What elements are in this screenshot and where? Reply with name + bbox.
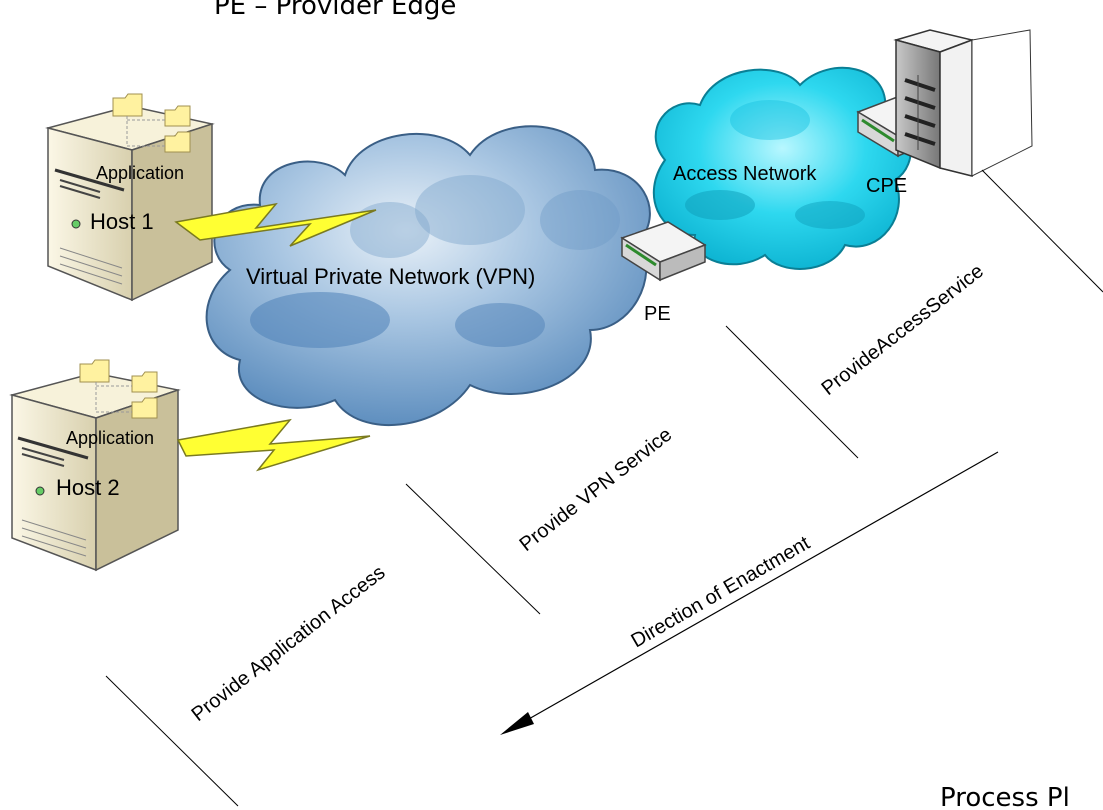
boundary-line-1 (105, 675, 239, 807)
pe-label: PE (644, 303, 671, 325)
boundary-line-4 (981, 169, 1103, 293)
host-1-label: Host 1 (90, 209, 154, 234)
legend-text: PE – Provider Edge (214, 0, 456, 21)
cpe-label: CPE (866, 175, 907, 197)
host-1-application-label: Application (96, 163, 184, 183)
enactment-arrow-line (519, 451, 999, 725)
boundary-line-3 (725, 325, 859, 459)
access-network-label: Access Network (673, 163, 817, 185)
host-2-label: Host 2 (56, 475, 120, 500)
provide-vpn-service-label: Provide VPN Service (516, 424, 677, 556)
host-2-server (9, 372, 181, 572)
enactment-arrow-head (500, 712, 534, 735)
lightning-bolt-host1 (174, 202, 377, 247)
bottom-caption: Process Pl (940, 783, 1070, 810)
host-1-folder-icons (112, 93, 191, 153)
provide-application-access-label: Provide Application Access (188, 561, 390, 725)
host-2-application-label: Application (66, 428, 154, 448)
host-2-folder-icons (79, 359, 158, 419)
boundary-line-2 (405, 483, 541, 615)
access-network-cloud (652, 66, 912, 270)
vpn-label: Virtual Private Network (VPN) (246, 264, 535, 289)
vpn-cloud (205, 125, 651, 427)
lightning-bolt-host2 (176, 418, 371, 472)
customer-server-icon (893, 29, 1033, 177)
provide-access-service-label: ProvideAccessService (818, 260, 988, 400)
direction-of-enactment-label: Direction of Enactment (628, 532, 815, 652)
pe-router-icon (620, 221, 707, 282)
